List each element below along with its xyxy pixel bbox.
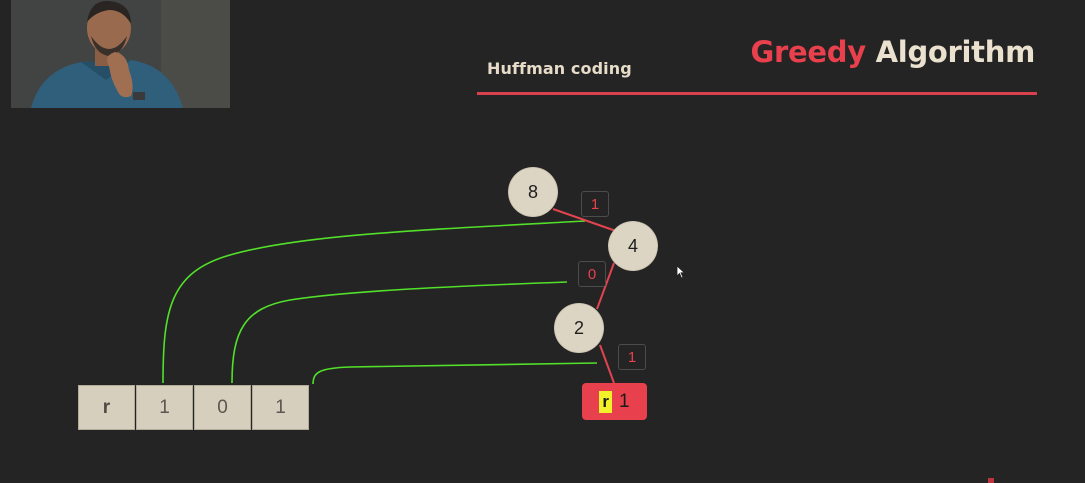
connector-edge-leaf: [312, 362, 598, 385]
edge-label: 0: [578, 261, 606, 287]
slide-title: Greedy Algorithm: [750, 35, 1036, 69]
code-cell-symbol: r: [78, 385, 135, 430]
tree-edge-8-4: [552, 208, 617, 232]
connector-edge-1: [162, 220, 586, 384]
corner-mark: [988, 478, 994, 483]
code-cell-bit: 0: [194, 385, 251, 430]
presenter-video-icon: [11, 0, 230, 108]
leaf-symbol: r: [599, 390, 613, 413]
tree-edge-2-leaf: [599, 344, 615, 384]
tree-edge-4-2: [596, 262, 615, 310]
tree-node: 8: [509, 168, 557, 216]
leaf-node: r 1: [582, 383, 647, 420]
code-cells: r 1 0 1: [78, 385, 310, 430]
tree-node: 2: [555, 304, 603, 352]
connector-edge-0: [231, 281, 568, 384]
leaf-count: 1: [619, 390, 630, 412]
mouse-pointer-icon: [676, 265, 686, 279]
subtitle: Huffman coding: [487, 59, 632, 78]
title-underline: [477, 92, 1037, 95]
tree-node: 4: [609, 222, 657, 270]
code-cell-bit: 1: [136, 385, 193, 430]
code-cell-bit: 1: [252, 385, 309, 430]
presenter-webcam: [11, 0, 230, 108]
edge-label: 1: [618, 344, 646, 370]
title-rest-word: Algorithm: [875, 35, 1036, 69]
title-accent-word: Greedy: [750, 35, 867, 69]
edge-label: 1: [581, 191, 609, 217]
